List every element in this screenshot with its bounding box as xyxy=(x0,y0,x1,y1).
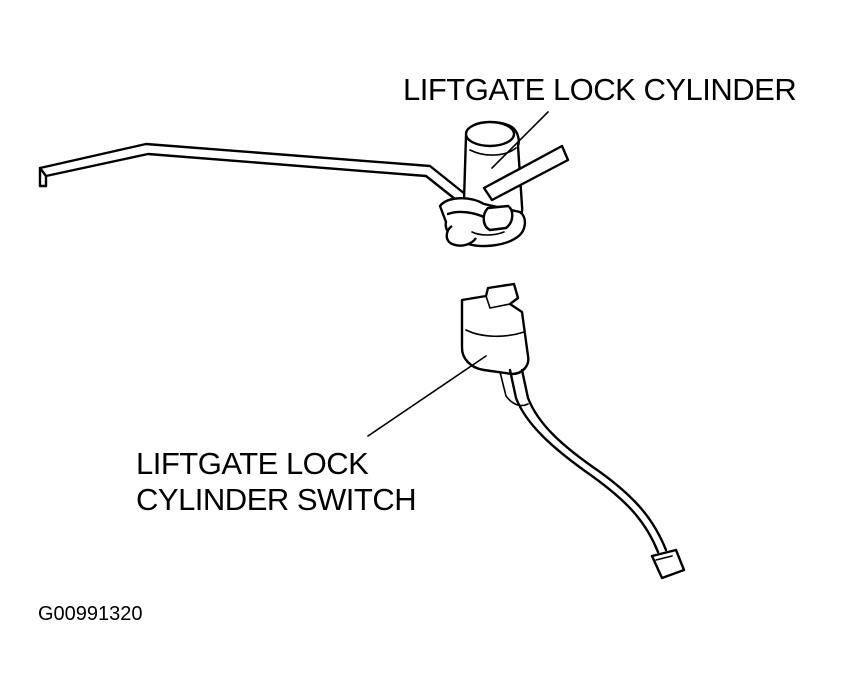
lock-cylinder-switch-label-line2: CYLINDER SWITCH xyxy=(136,482,417,517)
actuator-rod xyxy=(38,142,492,224)
lock-cylinder-switch-part xyxy=(460,282,686,580)
leader-line-lock-cylinder-switch xyxy=(367,355,487,437)
lock-cylinder-part xyxy=(438,120,570,248)
leader-line-lock-cylinder xyxy=(491,111,549,169)
figure-id: G00991320 xyxy=(38,603,143,625)
lock-cylinder-label: LIFTGATE LOCK CYLINDER xyxy=(403,72,797,107)
lock-cylinder-switch-label-line1: LIFTGATE LOCK xyxy=(136,446,369,481)
